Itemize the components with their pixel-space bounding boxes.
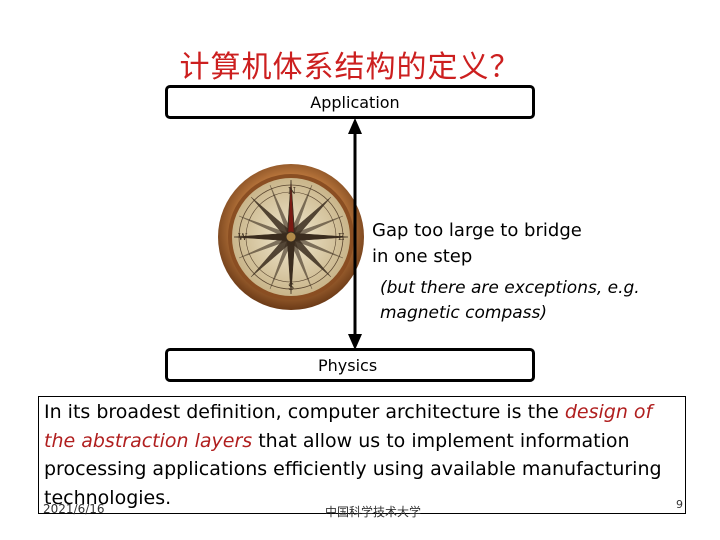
svg-text:W: W: [238, 233, 248, 243]
definition-box: In its broadest definition, computer arc…: [38, 396, 686, 514]
double-arrow-icon: [348, 118, 362, 350]
gap-line-2: in one step: [372, 246, 473, 267]
physics-layer-box: Physics: [165, 348, 535, 382]
application-layer-box: Application: [165, 85, 535, 119]
definition-part-2: that allow us to implement information p…: [44, 429, 662, 509]
gap-line-1: Gap too large to bridge: [372, 220, 582, 241]
page-number: 9: [676, 498, 683, 511]
svg-text:S: S: [288, 283, 294, 293]
definition-emphasis: design of the abstraction layers: [44, 401, 653, 452]
exception-line-2: magnetic compass): [380, 303, 548, 323]
footer-organization: 中国科学技术大学: [325, 505, 422, 519]
exception-line-1: (but there are exceptions, e.g.: [380, 278, 640, 298]
slide-title: 计算机体系结构的定义？: [179, 50, 521, 85]
svg-text:E: E: [338, 233, 345, 243]
application-label: Application: [310, 92, 400, 112]
physics-label: Physics: [318, 355, 378, 375]
definition-part-1: In its broadest definition, computer arc…: [44, 401, 565, 423]
compass-icon: N S W E: [218, 164, 364, 310]
svg-text:N: N: [288, 187, 296, 197]
footer-date: 2021/6/16: [43, 502, 105, 516]
exception-note: (but there are exceptions, e.g. magnetic…: [380, 276, 640, 326]
gap-description: Gap too large to bridge in one step: [372, 218, 582, 270]
